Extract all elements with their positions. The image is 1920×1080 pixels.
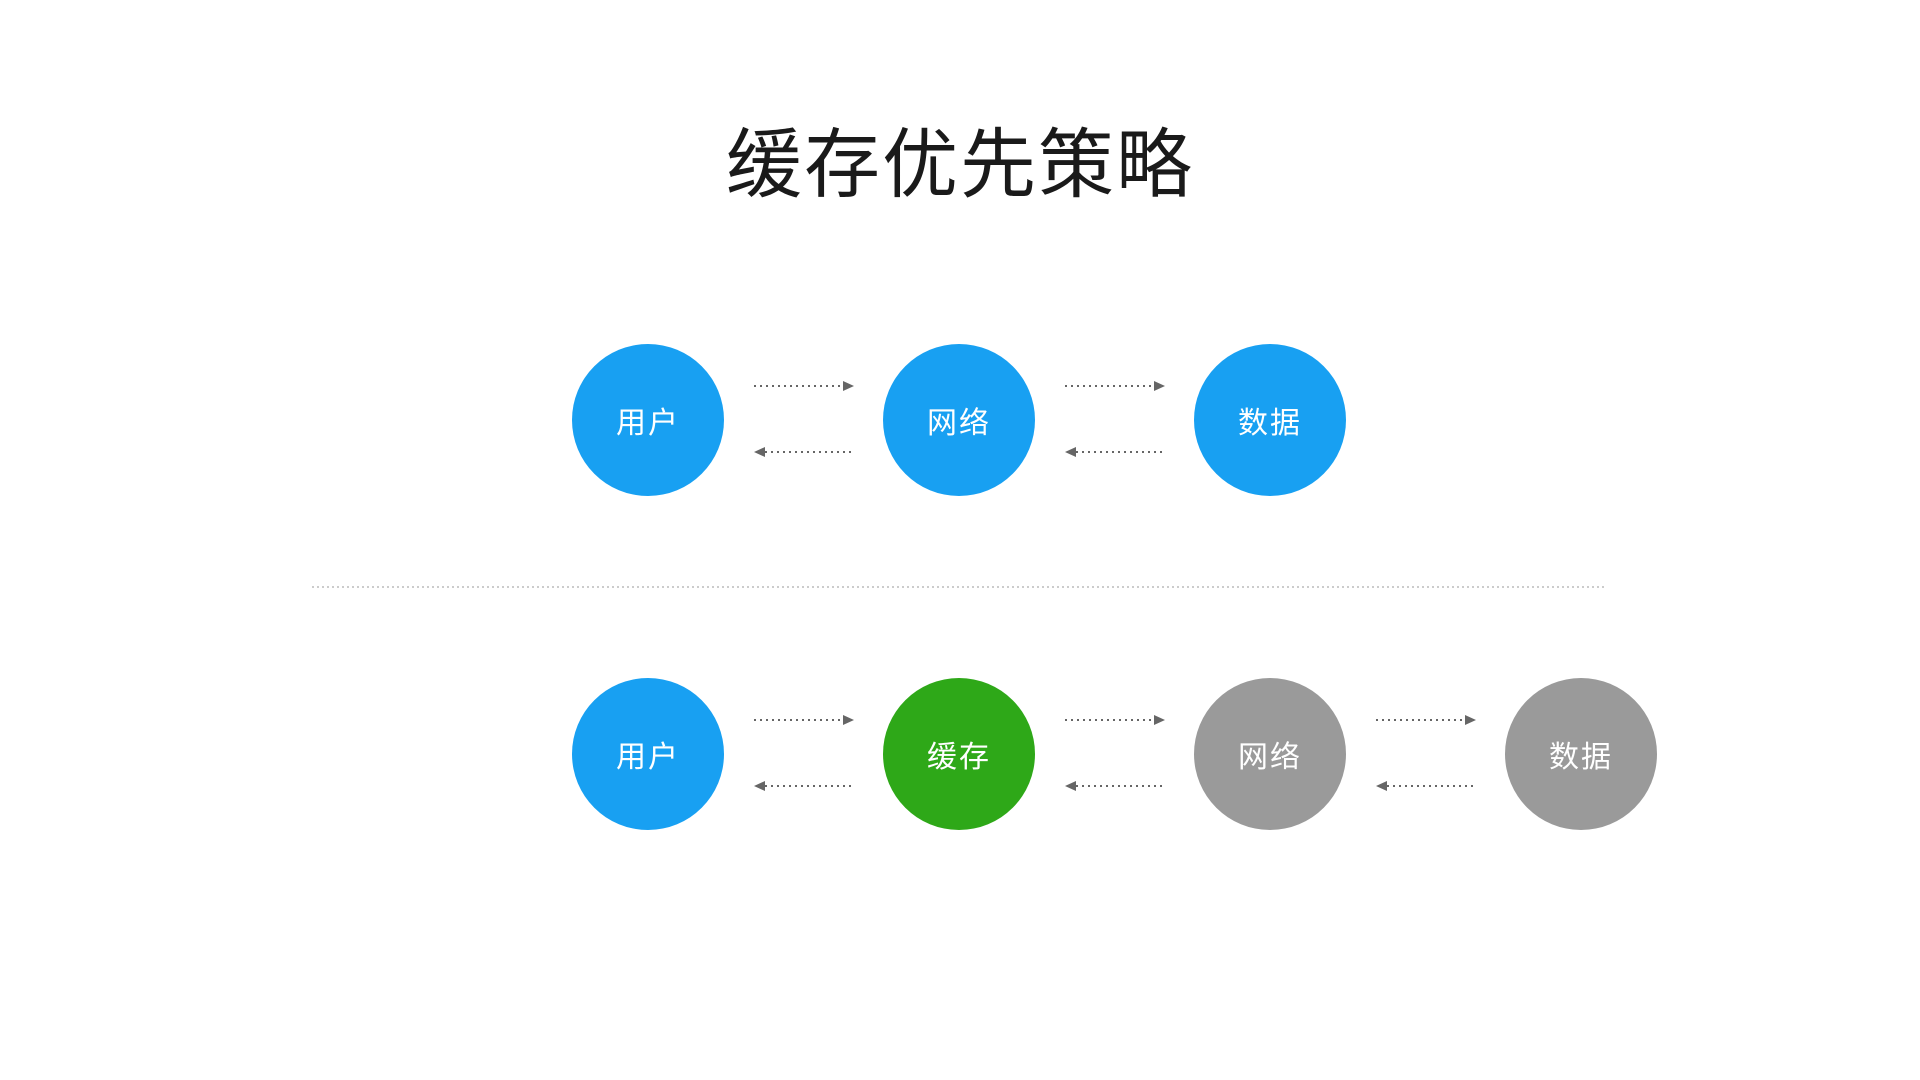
node-label: 数据	[1238, 407, 1302, 440]
dotted-line	[1065, 719, 1154, 721]
dotted-arrow-left	[1065, 781, 1165, 791]
arrowhead-left-icon	[1376, 781, 1387, 791]
arrowhead-right-icon	[1465, 715, 1476, 725]
node-network-top: 网络	[883, 344, 1035, 496]
diagram-title: 缓存优先策略	[726, 123, 1194, 208]
dotted-line	[1376, 719, 1465, 721]
dotted-line	[1387, 785, 1476, 787]
arrowhead-left-icon	[1065, 447, 1076, 457]
node-data-bottom: 数据	[1505, 678, 1657, 830]
dotted-arrow-left	[754, 447, 854, 457]
dotted-arrow-left	[754, 781, 854, 791]
node-label: 缓存	[927, 741, 991, 774]
dotted-line	[754, 719, 843, 721]
dotted-arrow-left	[1376, 781, 1476, 791]
node-network-bottom: 网络	[1194, 678, 1346, 830]
dotted-arrow-right	[1065, 381, 1165, 391]
dotted-line	[754, 385, 843, 387]
dotted-line	[765, 451, 854, 453]
node-data-top: 数据	[1194, 344, 1346, 496]
arrowhead-right-icon	[843, 381, 854, 391]
arrowhead-left-icon	[1065, 781, 1076, 791]
node-cache-bottom: 缓存	[883, 678, 1035, 830]
node-user-top: 用户	[572, 344, 724, 496]
dotted-arrow-right	[754, 381, 854, 391]
arrowhead-left-icon	[754, 447, 765, 457]
node-label: 网络	[927, 407, 991, 440]
dotted-line	[765, 785, 854, 787]
divider-line	[312, 586, 1607, 588]
dotted-line	[1065, 385, 1154, 387]
dotted-line	[1076, 451, 1165, 453]
arrowhead-right-icon	[1154, 381, 1165, 391]
dotted-arrow-left	[1065, 447, 1165, 457]
node-user-bottom: 用户	[572, 678, 724, 830]
dotted-arrow-right	[1065, 715, 1165, 725]
node-label: 用户	[616, 741, 680, 774]
arrowhead-left-icon	[754, 781, 765, 791]
node-label: 用户	[616, 407, 680, 440]
arrowhead-right-icon	[1154, 715, 1165, 725]
dotted-arrow-right	[754, 715, 854, 725]
node-label: 数据	[1549, 741, 1613, 774]
dotted-arrow-right	[1376, 715, 1476, 725]
node-label: 网络	[1238, 741, 1302, 774]
dotted-line	[1076, 785, 1165, 787]
arrowhead-right-icon	[843, 715, 854, 725]
